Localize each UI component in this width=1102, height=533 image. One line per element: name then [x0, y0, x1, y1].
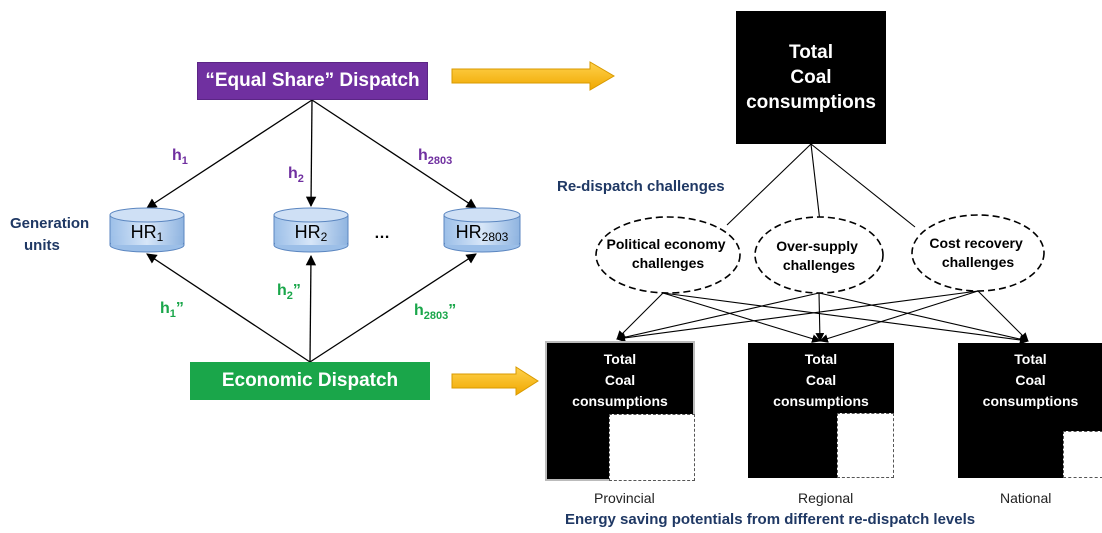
arrow-equal-to-hr1	[146, 99, 313, 209]
cylinder-hr2803	[443, 207, 521, 253]
line-total-to-political	[726, 143, 812, 226]
challenge-oversupply-ellipse	[754, 216, 884, 294]
arrow-political-to-national	[662, 292, 1029, 345]
economic-dispatch-box: Economic Dispatch	[190, 362, 430, 400]
arrow-cost-to-national	[977, 290, 1029, 342]
provincial-saving-area	[609, 414, 695, 481]
hr2803-label: HR2803	[456, 222, 509, 244]
economic-dispatch-label: Economic Dispatch	[221, 370, 399, 391]
total-coal-line3: consumptions	[746, 92, 876, 113]
regional-saving-area	[837, 413, 894, 478]
generation-units-label: Generation units	[10, 213, 89, 257]
caption-provincial: Provincial	[594, 490, 655, 506]
h1-double-prime-label: h1”	[160, 300, 184, 321]
challenge-cost-text: Cost recovery challenges	[929, 235, 1026, 270]
caption-national: National	[1000, 490, 1052, 506]
arrow-cost-to-provincial	[616, 290, 979, 343]
h1-label: h1	[172, 147, 188, 168]
energy-saving-heading: Energy saving potentials from different …	[565, 511, 976, 528]
h2-label: h2	[288, 165, 304, 186]
line-total-to-oversupply	[810, 143, 821, 223]
arrow-political-to-provincial	[616, 292, 664, 340]
hr1-label: HR1	[131, 222, 164, 244]
h2803-double-prime-label: h2803”	[414, 302, 457, 323]
arrow-political-to-regional	[662, 292, 821, 343]
arrow-oversupply-to-national	[818, 292, 1029, 344]
h2803-label: h2803	[418, 147, 453, 168]
challenge-political-text: Political economy challenges	[607, 236, 730, 271]
hr2-label: HR2	[295, 222, 328, 244]
cylinder-hr1	[109, 207, 185, 253]
challenge-political-ellipse	[595, 216, 741, 294]
orange-arrow-bottom	[451, 366, 539, 396]
arrow-economic-to-hr2	[305, 254, 317, 363]
arrow-economic-to-hr2803	[309, 253, 477, 363]
arrow-oversupply-to-regional	[815, 292, 825, 342]
arrow-equal-to-hr2	[305, 99, 317, 208]
generation-units-line2: units	[24, 237, 60, 254]
equal-share-dispatch-box: “Equal Share” Dispatch	[197, 62, 428, 100]
generation-units-line1: Generation	[10, 215, 90, 232]
units-ellipsis: …	[374, 225, 390, 242]
caption-regional: Regional	[798, 490, 854, 506]
h2-double-prime-label: h2”	[277, 282, 301, 303]
line-total-to-cost	[810, 143, 916, 228]
cylinder-hr2	[273, 207, 349, 253]
total-coal-line1: Total	[789, 42, 833, 63]
arrow-economic-to-hr1	[146, 253, 311, 363]
orange-arrow-top	[451, 61, 615, 91]
redispatch-heading: Re-dispatch challenges	[557, 178, 725, 195]
challenge-oversupply-text: Over-supply challenges	[776, 238, 862, 273]
total-coal-line2: Coal	[790, 67, 832, 88]
total-coal-box: Total Coal consumptions	[736, 11, 886, 144]
national-saving-area	[1063, 431, 1102, 478]
arrow-cost-to-regional	[819, 290, 979, 343]
equal-share-dispatch-label: “Equal Share” Dispatch	[205, 70, 420, 91]
arrow-oversupply-to-provincial	[616, 292, 820, 342]
arrow-equal-to-hr2803	[311, 99, 477, 209]
challenge-cost-ellipse	[911, 214, 1045, 292]
